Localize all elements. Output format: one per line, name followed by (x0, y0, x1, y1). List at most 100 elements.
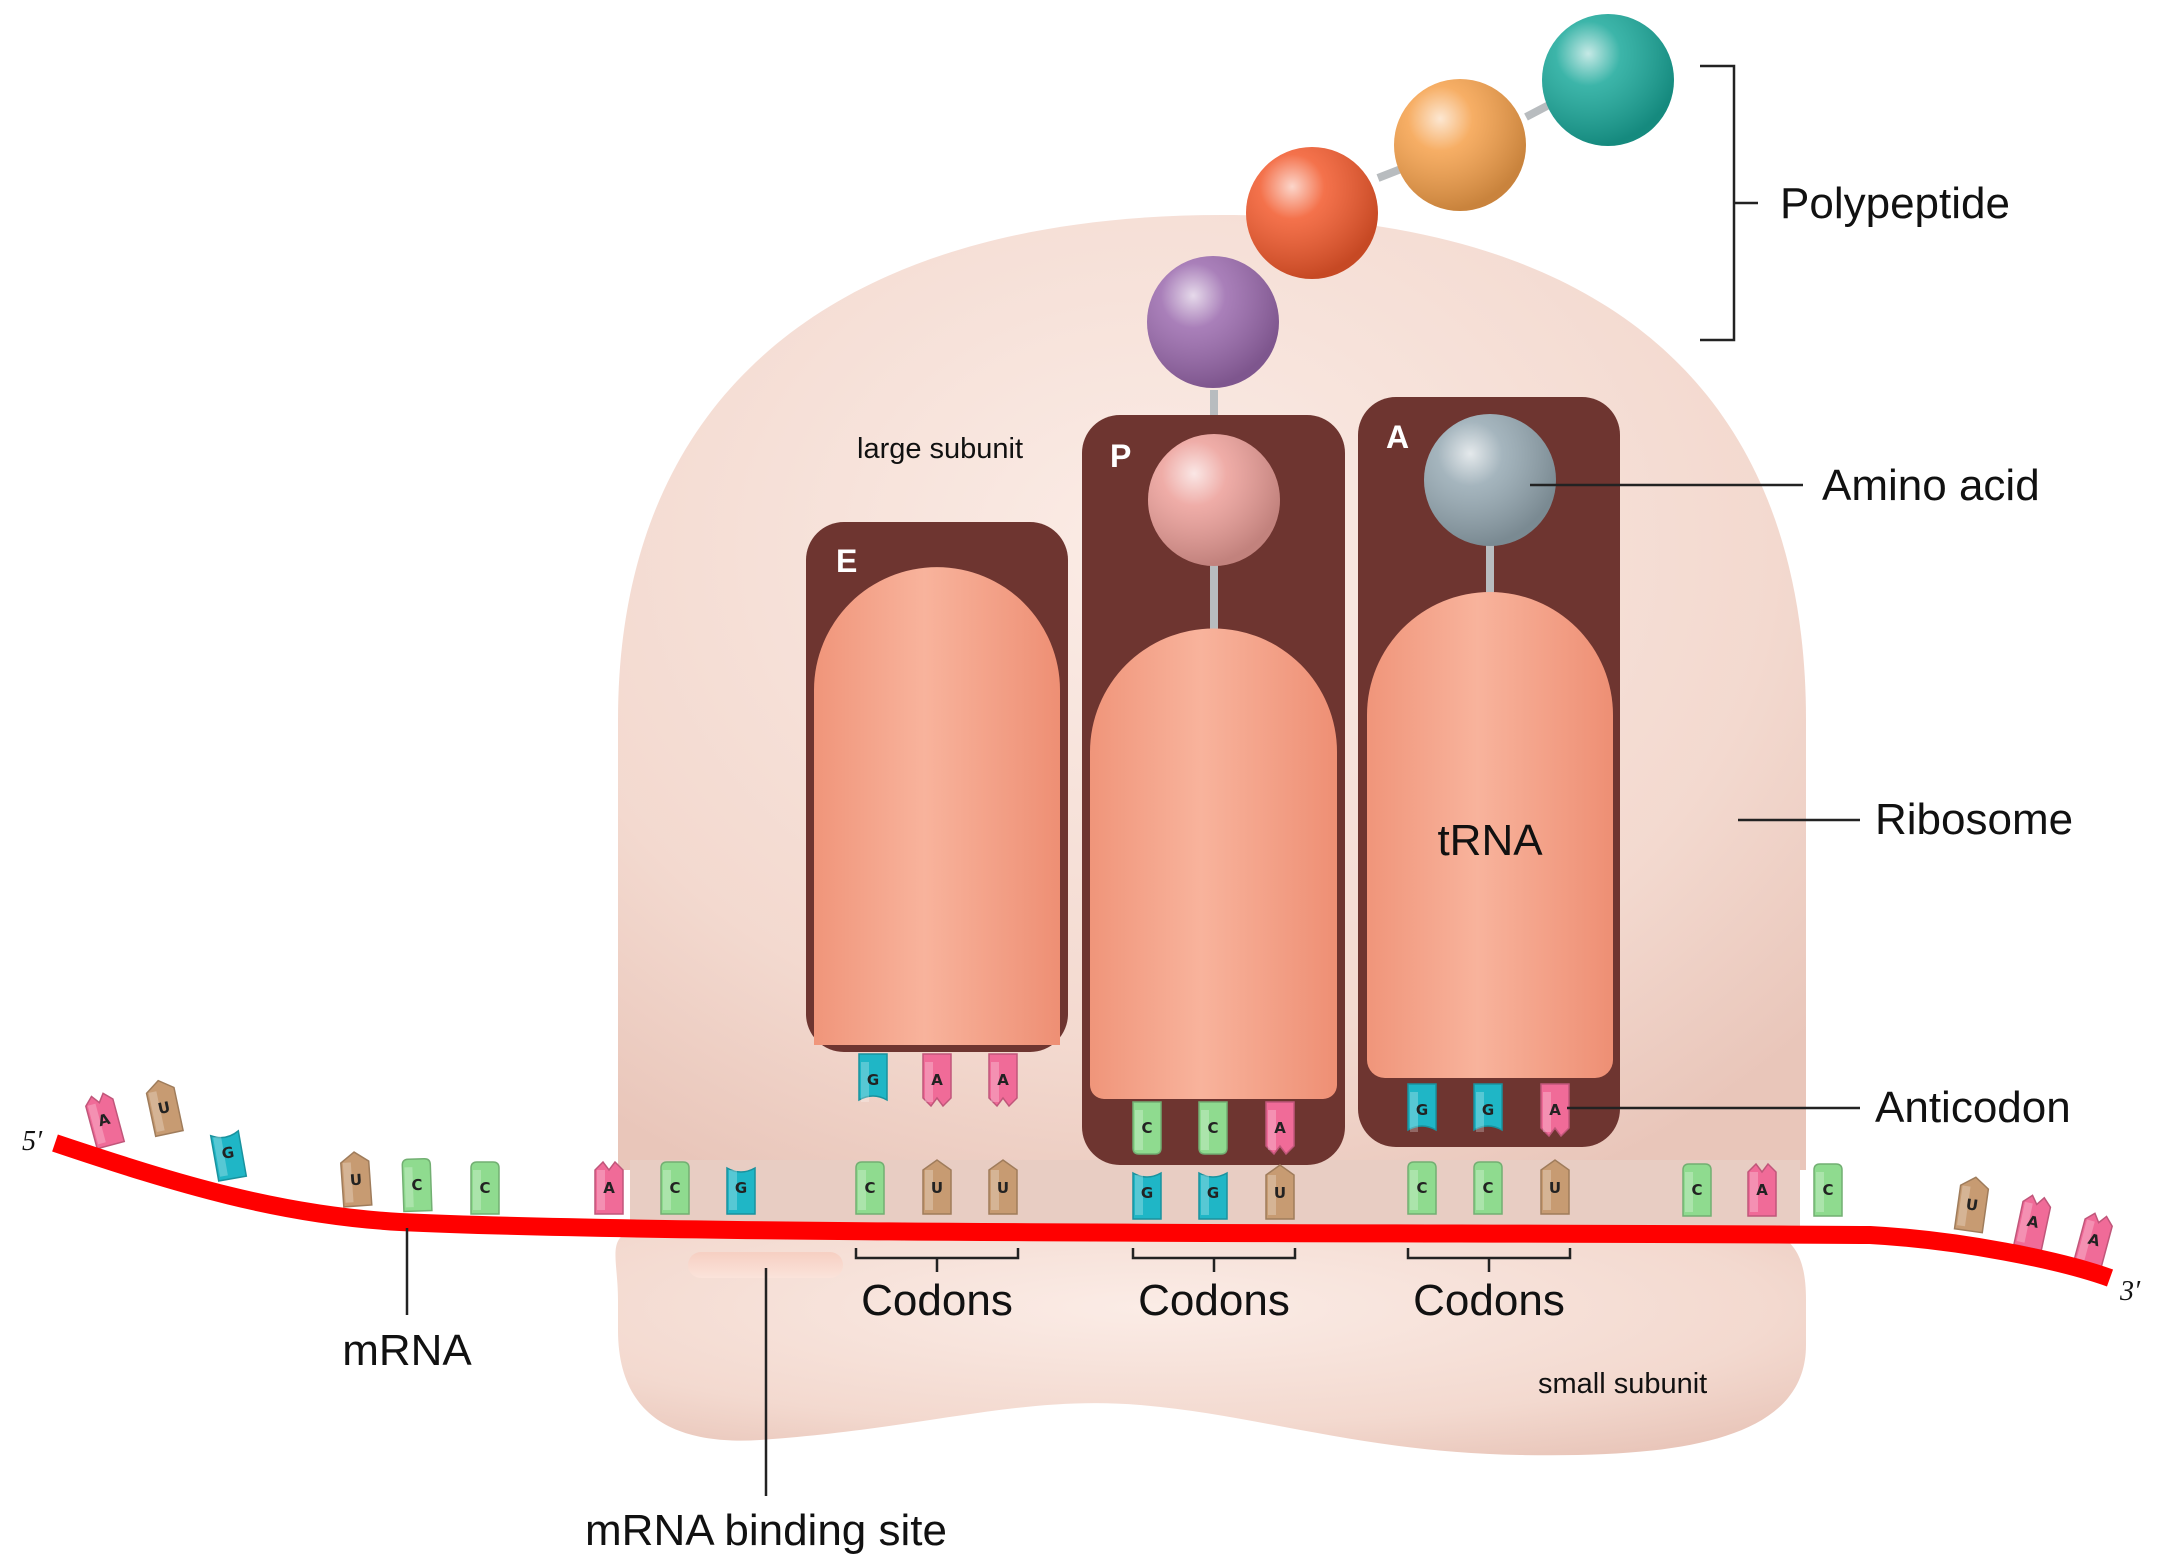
mrna-base-letter: U (1965, 1195, 1980, 1215)
a-site-letter: A (1386, 419, 1409, 455)
mrna-base-a: A (594, 1160, 624, 1215)
mrna-base-letter: C (1822, 1181, 1833, 1199)
mrna-base-c: C (1407, 1161, 1437, 1215)
e-site: E (806, 522, 1068, 1052)
trna-label: tRNA (1437, 816, 1543, 865)
mrna-base-c: C (660, 1161, 690, 1215)
bead-purple (1147, 256, 1279, 388)
anticodon-base-letter: G (867, 1071, 879, 1089)
small-subunit (615, 1228, 1806, 1456)
mrna-base-letter: C (669, 1179, 680, 1197)
mrna-label: mRNA (342, 1326, 472, 1375)
mrna-base-g: G (1198, 1171, 1228, 1220)
mrna-strand (52, 1134, 2114, 1287)
mrna-base-u: U (145, 1079, 184, 1138)
mrna-base-letter: A (1756, 1181, 1768, 1199)
callout-lines (405, 64, 1860, 1496)
e-site-trna (814, 567, 1060, 1045)
codons-label: Codons (861, 1276, 1013, 1325)
mrna-base-g: G (209, 1129, 248, 1182)
mrna-base-letter: U (997, 1179, 1009, 1197)
codon-bracket (1406, 1248, 1572, 1272)
p-site-trna (1090, 628, 1337, 1099)
small-subunit-label: small subunit (1538, 1368, 1707, 1400)
anticodon-base-g: G (1407, 1083, 1437, 1132)
anticodons: G A A C C A G G A (858, 1053, 1570, 1156)
mrna-base-letter: C (479, 1179, 490, 1197)
mrna-base-u: U (1953, 1176, 1990, 1234)
three-prime-label: 3′ (2119, 1276, 2141, 1307)
anticodon-base-letter: C (1207, 1119, 1218, 1137)
mrna-base-letter: G (1141, 1184, 1153, 1202)
mrna-base-letter: U (1274, 1184, 1286, 1202)
mrna-base-letter: G (735, 1179, 747, 1197)
p-site-letter: P (1110, 438, 1131, 474)
a-site: A tRNA (1358, 397, 1620, 1147)
mrna-base-c: C (470, 1161, 500, 1215)
mrna-base-u: U (922, 1159, 952, 1215)
anticodon-base-letter: A (1549, 1101, 1561, 1119)
mrna-base-letter: U (1549, 1179, 1561, 1197)
anticodon-base-a: A (1540, 1083, 1570, 1138)
anticodon-base-c: C (1198, 1101, 1228, 1155)
mrna-base-g: G (1132, 1171, 1162, 1220)
mrna-base-letter: C (864, 1179, 875, 1197)
mrna-base-letter: A (603, 1179, 615, 1197)
bead-red (1246, 147, 1378, 279)
anticodon-base-g: G (1473, 1083, 1503, 1132)
mrna-base-letter: C (1482, 1179, 1493, 1197)
mrna-binding-site-pad (688, 1252, 843, 1278)
mrna-base-a: A (85, 1092, 126, 1150)
mrna-base-letter: C (411, 1176, 423, 1194)
p-site: P (1082, 415, 1345, 1165)
anticodon-base-letter: G (1482, 1101, 1494, 1119)
mrna-base-letter: A (96, 1110, 112, 1130)
bead-teal (1542, 14, 1674, 146)
anticodon-base-letter: A (997, 1071, 1009, 1089)
mrna-base-letter: C (1691, 1181, 1702, 1199)
anticodon-base-letter: C (1141, 1119, 1152, 1137)
mrna-base-c: C (855, 1161, 885, 1215)
mrna-binding-site-label: mRNA binding site (585, 1506, 947, 1555)
p-site-amino-acid (1148, 434, 1280, 566)
codon-brackets (854, 1248, 1572, 1272)
anticodon-base-letter: A (1274, 1119, 1286, 1137)
mrna-base-letter: U (931, 1179, 943, 1197)
codon-bracket (1131, 1248, 1297, 1272)
ribosome-label: Ribosome (1875, 795, 2073, 844)
polypeptide-bracket (1700, 64, 1758, 342)
polypeptide-label: Polypeptide (1780, 179, 2010, 228)
mrna-base-letter: U (156, 1098, 172, 1118)
mrna-base-letter: A (2086, 1230, 2102, 1250)
mrna-base-c: C (1813, 1163, 1843, 1217)
anticodon-base-a: A (1265, 1101, 1295, 1156)
mrna-base-letter: U (349, 1171, 362, 1190)
codons-label: Codons (1138, 1276, 1290, 1325)
mrna-base-c: C (401, 1157, 433, 1213)
a-site-trna (1367, 592, 1613, 1078)
mrna-base-letter: A (2025, 1212, 2040, 1232)
mrna-base-u: U (988, 1159, 1018, 1215)
codon-bracket (854, 1248, 1020, 1272)
mrna-base-u: U (340, 1151, 373, 1208)
five-prime-label: 5′ (22, 1126, 43, 1157)
large-subunit-label: large subunit (857, 433, 1023, 465)
mrna-base-c: C (1473, 1161, 1503, 1215)
anticodon-base-a: A (988, 1053, 1018, 1108)
anticodon-base-letter: A (931, 1071, 943, 1089)
mrna-base-g: G (726, 1166, 756, 1215)
mrna-base-u: U (1540, 1159, 1570, 1215)
a-site-amino-acid (1424, 414, 1556, 546)
codons-label: Codons (1413, 1276, 1565, 1325)
e-site-letter: E (836, 543, 857, 579)
mrna-base-a: A (2013, 1194, 2052, 1252)
mrna-base-a: A (1747, 1162, 1777, 1217)
bead-orange (1394, 79, 1526, 211)
anticodon-base-a: A (922, 1053, 952, 1108)
anticodon-base-g: G (858, 1053, 888, 1102)
mrna-base-letter: G (1207, 1184, 1219, 1202)
anticodon-base-c: C (1132, 1101, 1162, 1155)
